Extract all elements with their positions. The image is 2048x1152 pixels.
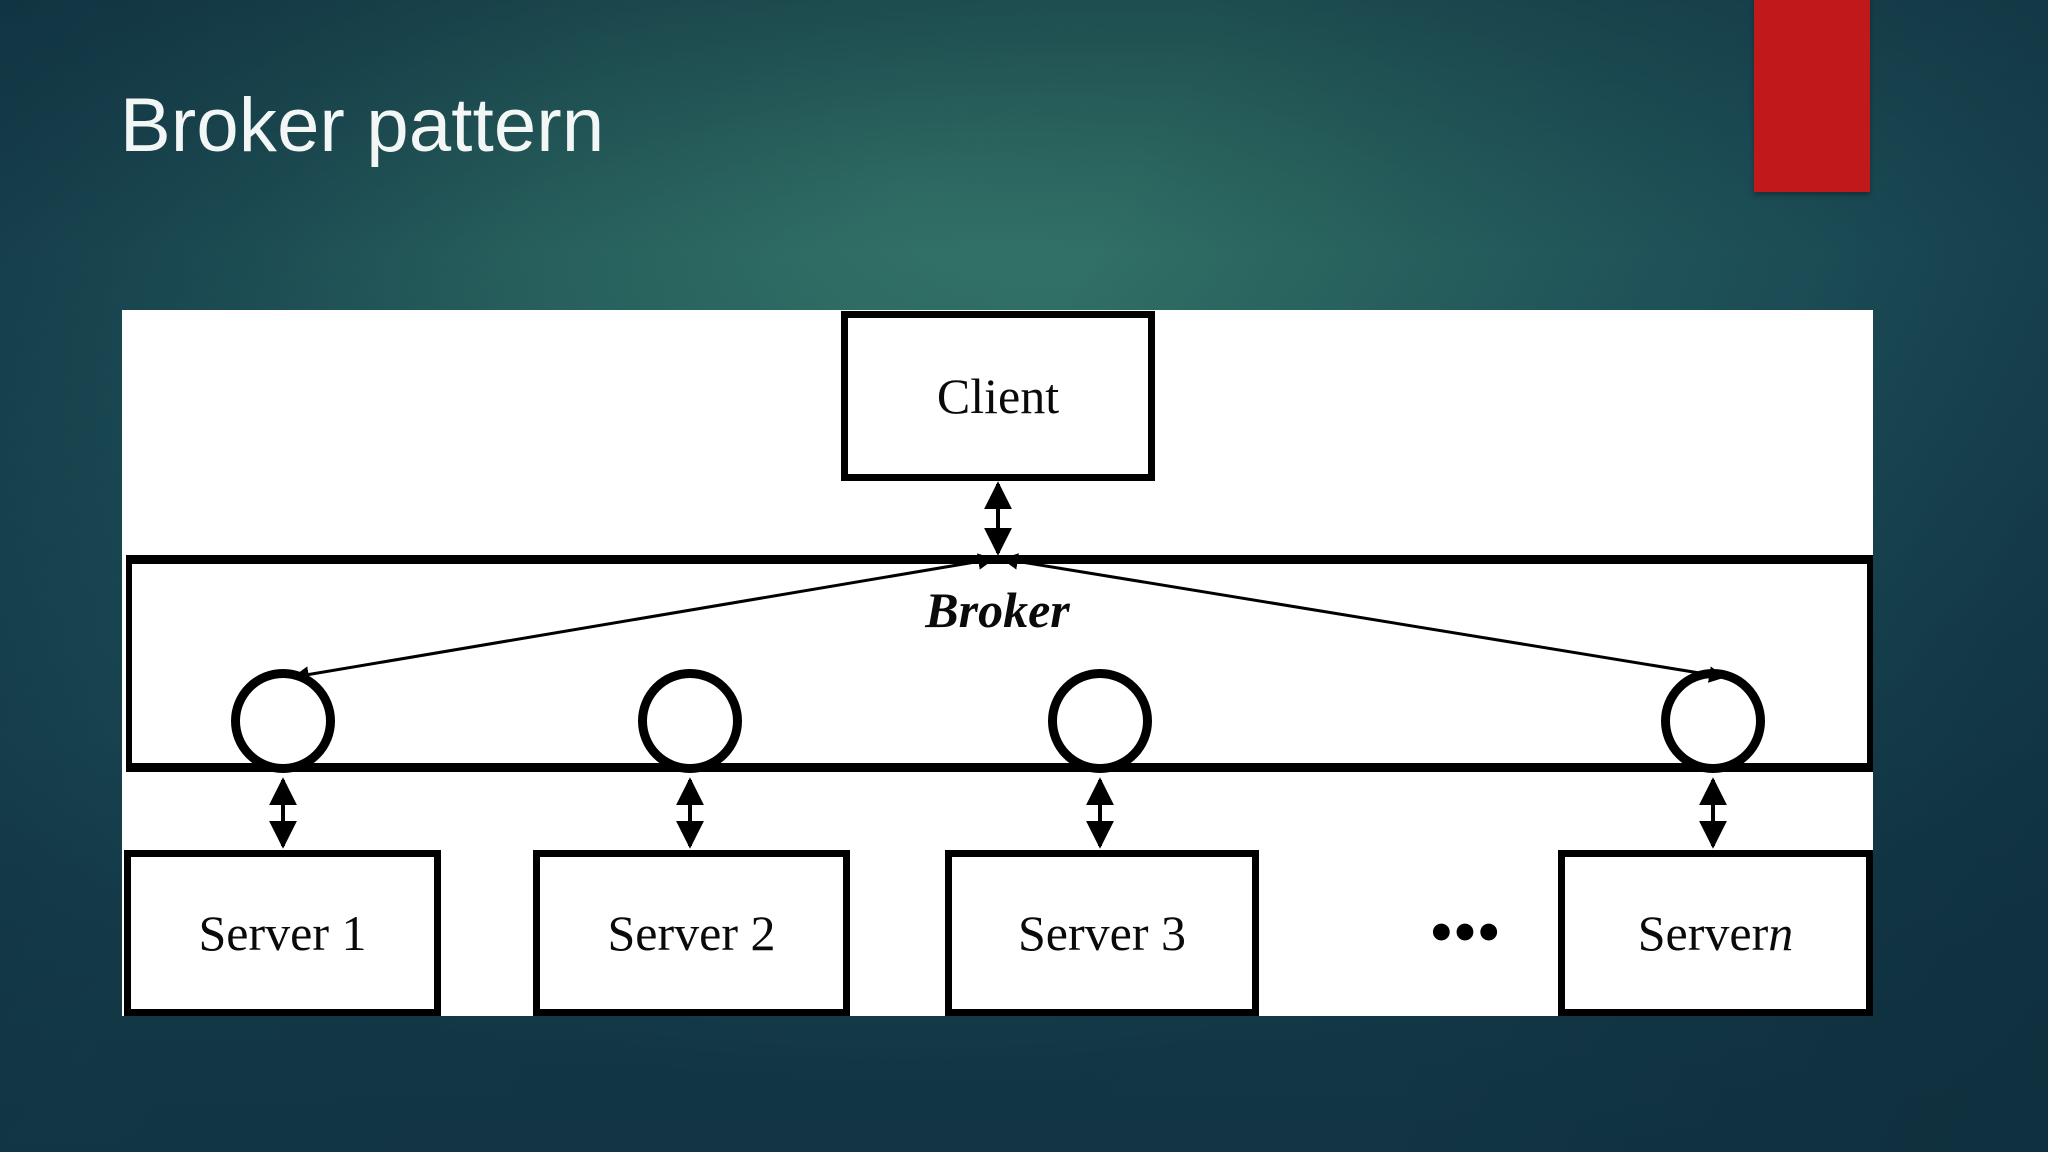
- server-label-n-prefix: Server: [1637, 905, 1769, 961]
- server-box-n: Server n: [1558, 850, 1873, 1016]
- broker-port-circle-n: [1661, 669, 1765, 773]
- server-box-1: Server 1: [124, 850, 441, 1016]
- client-box: Client: [841, 311, 1155, 481]
- page-title: Broker pattern: [120, 83, 605, 168]
- client-label: Client: [936, 368, 1060, 424]
- server-box-2: Server 2: [533, 850, 850, 1016]
- ellipsis-more-servers: •••: [1430, 899, 1502, 967]
- broker-band: [126, 555, 1873, 772]
- server-label-3: Server 3: [1018, 905, 1186, 961]
- broker-port-circle-2: [638, 669, 742, 773]
- server-label-2: Server 2: [607, 905, 776, 961]
- broker-pattern-diagram: Broker Client Server 1 Server 2 Server 3…: [122, 310, 1873, 1016]
- broker-port-circle-1: [231, 669, 335, 773]
- server-label-1: Server 1: [198, 905, 367, 961]
- server-box-3: Server 3: [945, 850, 1259, 1016]
- broker-port-circle-3: [1048, 669, 1152, 773]
- red-accent-bar: [1754, 0, 1870, 192]
- server-label-n-index: n: [1768, 905, 1794, 961]
